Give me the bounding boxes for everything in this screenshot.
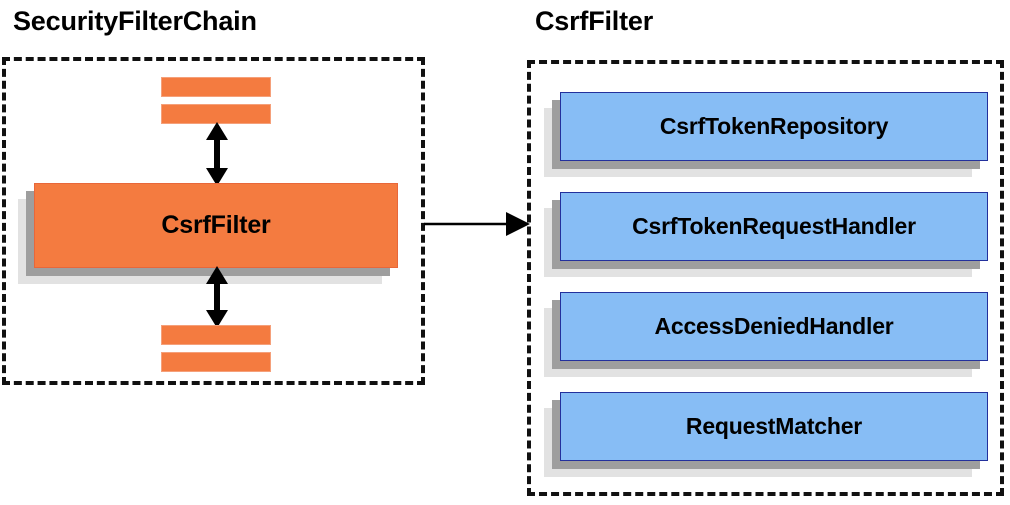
filter-placeholder-bar-bottom-1 (161, 325, 271, 345)
node-csrf-filter[interactable]: CsrfFilter (34, 183, 398, 268)
csrf-filter-container (527, 60, 1004, 496)
page-title-csrf-filter: CsrfFilter (535, 6, 654, 36)
node-request-matcher-label: RequestMatcher (685, 413, 863, 439)
double-arrow-bottom (206, 266, 228, 328)
node-csrf-token-request-handler-label: CsrfTokenRequestHandler (632, 213, 916, 239)
filter-placeholder-bar-top-1 (161, 77, 271, 97)
node-access-denied-handler[interactable]: AccessDeniedHandler (560, 292, 988, 361)
connector-arrow-csrf-filter-detail (424, 212, 530, 236)
page-title-security-filter-chain: SecurityFilterChain (13, 6, 257, 36)
security-filter-chain-container (2, 57, 425, 385)
double-arrow-top (206, 122, 228, 186)
node-request-matcher[interactable]: RequestMatcher (560, 392, 988, 461)
filter-placeholder-bar-top-2 (161, 104, 271, 124)
node-csrf-token-repository[interactable]: CsrfTokenRepository (560, 92, 988, 161)
filter-placeholder-bar-bottom-2 (161, 352, 271, 372)
node-csrf-token-request-handler[interactable]: CsrfTokenRequestHandler (560, 192, 988, 261)
node-csrf-token-repository-label: CsrfTokenRepository (659, 113, 889, 139)
node-csrf-filter-label: CsrfFilter (161, 211, 271, 239)
node-access-denied-handler-label: AccessDeniedHandler (654, 313, 894, 339)
